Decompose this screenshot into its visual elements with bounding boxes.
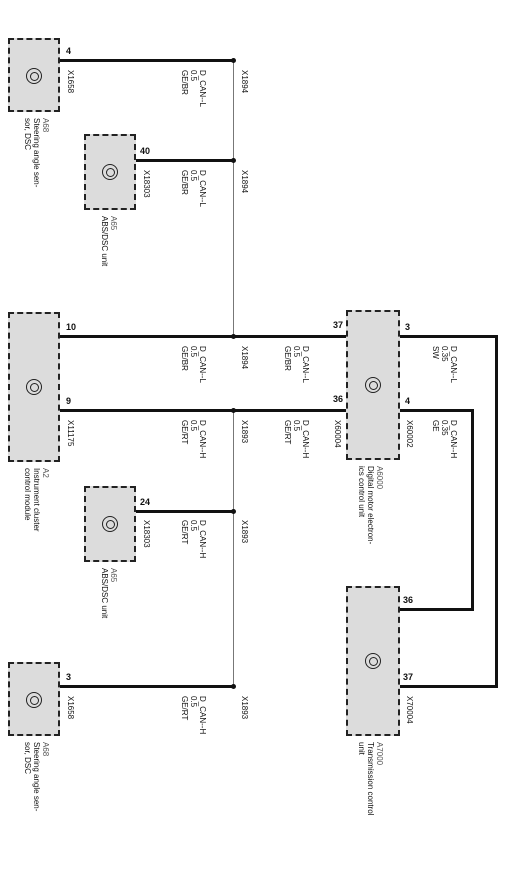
- wire-a68-bottom: [60, 685, 234, 688]
- wire-dme-pin4-h: [400, 409, 474, 412]
- pin-number: 4: [405, 396, 411, 406]
- splice-id: X1894: [240, 170, 249, 194]
- splice-dot: [231, 684, 236, 689]
- ecu-icon: [26, 68, 42, 84]
- connector-id: X60002: [405, 420, 414, 448]
- can-low-bus-line: [233, 60, 234, 338]
- ecu-icon: [26, 692, 42, 708]
- splice-id: X1894: [240, 70, 249, 94]
- pin-number: 37: [403, 672, 414, 682]
- pin-number: 3: [405, 322, 411, 332]
- pin-number: 36: [403, 595, 414, 605]
- wire-a2-pin9: [60, 409, 346, 412]
- pin-number: 9: [66, 396, 72, 406]
- pin-number: 4: [66, 46, 72, 56]
- abs-dsc-module-mid[interactable]: [84, 486, 136, 562]
- connector-id: X60004: [333, 420, 342, 448]
- splice-id: X1893: [240, 520, 249, 544]
- wire-egs-pin37-h: [400, 685, 498, 688]
- wire-dme-pin3-v: [495, 335, 498, 688]
- wire-a2-pin10: [60, 335, 346, 338]
- connector-id: X11175: [66, 420, 75, 447]
- pin-number: 10: [66, 322, 77, 332]
- ecu-icon: [102, 516, 118, 532]
- pin-number: 3: [66, 672, 72, 682]
- wire-egs-pin36-h: [400, 608, 474, 611]
- splice-dot: [231, 334, 236, 339]
- digital-motor-electronics-module[interactable]: [346, 310, 400, 460]
- can-high-bus-line: [233, 410, 234, 688]
- pin-number: 40: [140, 146, 151, 156]
- splice-id: X1893: [240, 696, 249, 720]
- pin-number: 24: [140, 497, 151, 507]
- wire-a68-top: [60, 59, 234, 62]
- connector-id: X70004: [405, 696, 414, 724]
- ecu-icon: [365, 377, 381, 393]
- ecu-icon: [365, 653, 381, 669]
- splice-id: X1894: [240, 346, 249, 370]
- splice-id: X1893: [240, 420, 249, 444]
- wire-a65-top: [136, 159, 234, 162]
- splice-dot: [231, 509, 236, 514]
- instrument-cluster-module[interactable]: [8, 312, 60, 462]
- connector-id: X18303: [142, 170, 151, 198]
- splice-dot: [231, 408, 236, 413]
- connector-id: X1658: [66, 70, 75, 94]
- connector-id: X1658: [66, 696, 75, 720]
- ecu-icon: [26, 379, 42, 395]
- wire-dme-pin4-v: [471, 409, 474, 611]
- splice-dot: [231, 158, 236, 163]
- splice-dot: [231, 58, 236, 63]
- ecu-icon: [102, 164, 118, 180]
- wire-dme-pin3-h: [400, 335, 498, 338]
- steering-angle-sensor-module-top[interactable]: [8, 38, 60, 112]
- transmission-control-module[interactable]: [346, 586, 400, 736]
- steering-angle-sensor-module-bottom[interactable]: [8, 662, 60, 736]
- connector-id: X18303: [142, 520, 151, 548]
- wire-a65-mid: [136, 510, 234, 513]
- abs-dsc-module-top[interactable]: [84, 134, 136, 210]
- pin-number: 36: [333, 394, 344, 404]
- pin-number: 37: [333, 320, 344, 330]
